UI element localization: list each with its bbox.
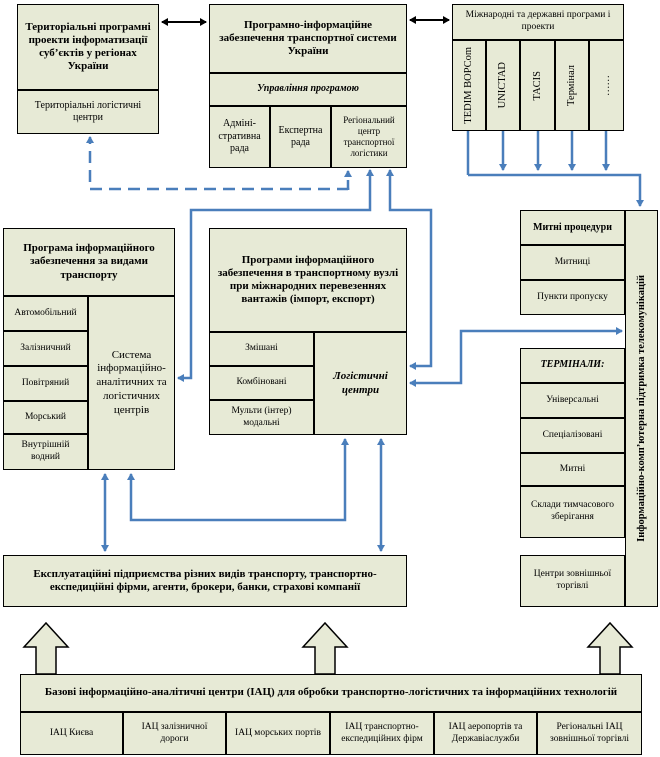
- iac-airports-label: ІАЦ аеропортів та Державіаслужби: [448, 721, 523, 744]
- terminal-customs: Митні: [520, 453, 625, 486]
- checkpoints: Пункти пропуску: [520, 280, 625, 315]
- iac-railway: ІАЦ залізничної дороги: [123, 712, 226, 755]
- program-item-tacis: TACIS: [520, 40, 555, 131]
- hub-program-box: Програми інформаційного забезпечення в т…: [209, 228, 407, 332]
- iac-forwarding-label: ІАЦ транспортно-експедиційних фірм: [341, 721, 423, 744]
- temporary-storage: Склади тимчасового зберігання: [520, 486, 625, 538]
- mode-inland-label: Внутрішній водний: [21, 440, 70, 462]
- mode-railway-label: Залізничний: [20, 342, 71, 353]
- iac-regional-trade: Регіональні ІАЦ зовнішньої торгівлі: [537, 712, 642, 755]
- logistic-centers: Логістичні центри: [314, 332, 407, 435]
- international-title: Міжнародні та державні програми і проект…: [465, 10, 611, 32]
- territorial-title: Територіальні програмні проекти інформат…: [25, 20, 151, 73]
- admin-council-label: Адміні-стративна рада: [218, 118, 261, 155]
- program-management: Управління програмою: [209, 73, 407, 106]
- type-mixed: Змішані: [209, 332, 314, 366]
- administrative-council: Адміні-стративна рада: [209, 106, 270, 168]
- type-multimodal-label: Мульти (інтер) модальні: [231, 405, 292, 428]
- national-title: Програмно-інформаційне забезпечення тран…: [219, 18, 397, 58]
- mode-railway: Залізничний: [3, 331, 88, 366]
- telecom-support-bar: Інформаційно-комп’ютерна підтримка телек…: [625, 210, 658, 607]
- territorial-sub-label: Територіальні логістичні центри: [34, 99, 142, 124]
- analytical-logistic-system: Система інформаційно-аналітичних та логі…: [88, 296, 175, 470]
- foreign-trade-centers: Центри зовнішньої торгівлі: [520, 555, 625, 607]
- type-combined-label: Комбіновані: [236, 377, 287, 388]
- iac-airports: ІАЦ аеропортів та Державіаслужби: [434, 712, 537, 755]
- arrow-telecom-logistic: [409, 327, 623, 387]
- arrow-national-transport: [177, 169, 374, 382]
- operating-enterprises: Експлуатаційні підприємства різних видів…: [3, 555, 407, 607]
- type-combined: Комбіновані: [209, 366, 314, 400]
- iac-kyiv-label: ІАЦ Києва: [49, 727, 94, 738]
- terminal-customs-label: Митні: [559, 463, 586, 474]
- national-program-box: Програмно-інформаційне забезпечення тран…: [209, 4, 407, 73]
- terminal-universal-label: Універсальні: [546, 394, 599, 405]
- mode-air: Повітряний: [3, 366, 88, 401]
- foreign-trade-label: Центри зовнішньої торгівлі: [533, 569, 612, 591]
- iac-kyiv: ІАЦ Києва: [20, 712, 123, 755]
- program-item-more: ……: [589, 40, 624, 131]
- checkpoints-label: Пункти пропуску: [537, 291, 608, 302]
- management-label: Управління програмою: [257, 83, 359, 95]
- terminal-label: Термінал: [566, 65, 578, 106]
- tedim-label: TEDIM BOPCom: [463, 47, 475, 124]
- iac-railway-label: ІАЦ залізничної дороги: [141, 721, 208, 744]
- terminals-header: ТЕРМІНАЛИ:: [520, 348, 625, 383]
- temporary-storage-label: Склади тимчасового зберігання: [531, 500, 614, 522]
- customs-offices-label: Митниці: [554, 256, 591, 267]
- arrow-system-hub: [127, 438, 349, 522]
- territorial-logistic-centers: Територіальні логістичні центри: [17, 90, 159, 134]
- operating-label: Експлуатаційні підприємства різних видів…: [33, 567, 377, 593]
- program-item-unictad: UNICTAD: [486, 40, 520, 131]
- unictad-label: UNICTAD: [497, 62, 509, 109]
- iac-seaports-label: ІАЦ морських портів: [235, 727, 321, 738]
- logistic-centers-label: Логістичні центри: [333, 369, 388, 396]
- type-mixed-label: Змішані: [245, 343, 278, 354]
- expert-council-label: Експертна рада: [278, 124, 323, 149]
- iac-forwarding: ІАЦ транспортно-експедиційних фірм: [330, 712, 434, 755]
- transport-program-box: Програма інформаційного забезпечення за …: [3, 228, 175, 296]
- tacis-label: TACIS: [531, 70, 543, 101]
- expert-council: Експертна рада: [270, 106, 331, 168]
- program-item-terminal: Термінал: [555, 40, 589, 131]
- base-iac-box: Базові інформаційно-аналітичні центри (І…: [20, 674, 642, 712]
- telecom-label: Інформаційно-комп’ютерна підтримка телек…: [635, 275, 647, 542]
- iac-seaports: ІАЦ морських портів: [226, 712, 330, 755]
- customs-procedures: Митні процедури: [520, 210, 625, 245]
- base-title: Базові інформаційно-аналітичні центри (І…: [44, 686, 618, 699]
- mode-automobile-label: Автомобільний: [14, 307, 77, 318]
- terminal-universal: Універсальні: [520, 383, 625, 418]
- mode-automobile: Автомобільний: [3, 296, 88, 331]
- mode-sea-label: Морський: [24, 411, 67, 422]
- customs-offices: Митниці: [520, 245, 625, 280]
- terminals-title: ТЕРМІНАЛИ:: [540, 359, 605, 371]
- more-label: ……: [600, 75, 612, 96]
- iac-regional-trade-label: Регіональні ІАЦ зовнішньої торгівлі: [550, 721, 629, 744]
- type-multimodal: Мульти (інтер) модальні: [209, 400, 314, 435]
- mode-inland-water: Внутрішній водний: [3, 434, 88, 470]
- transport-program-title: Програма інформаційного забезпечення за …: [23, 242, 155, 281]
- terminal-specialized: Спеціалізовані: [520, 418, 625, 453]
- international-programs-box: Міжнародні та державні програми і проект…: [452, 4, 624, 40]
- territorial-programs-box: Територіальні програмні проекти інформат…: [17, 4, 159, 90]
- mode-air-label: Повітряний: [21, 377, 70, 388]
- regional-logistics-center: Регіональний центр транспортної логістик…: [331, 106, 407, 168]
- hub-program-title: Програми інформаційного забезпечення в т…: [217, 253, 399, 306]
- terminal-specialized-label: Спеціалізовані: [542, 429, 603, 440]
- system-label: Система інформаційно-аналітичних та логі…: [96, 348, 167, 416]
- hollow-up-arrows: [22, 621, 634, 675]
- regional-center-label: Регіональний центр транспортної логістик…: [343, 114, 395, 159]
- customs-title: Митні процедури: [533, 221, 612, 233]
- mode-sea: Морський: [3, 401, 88, 434]
- arrows-international-down: [466, 131, 644, 207]
- program-item-tedim: TEDIM BOPCom: [452, 40, 486, 131]
